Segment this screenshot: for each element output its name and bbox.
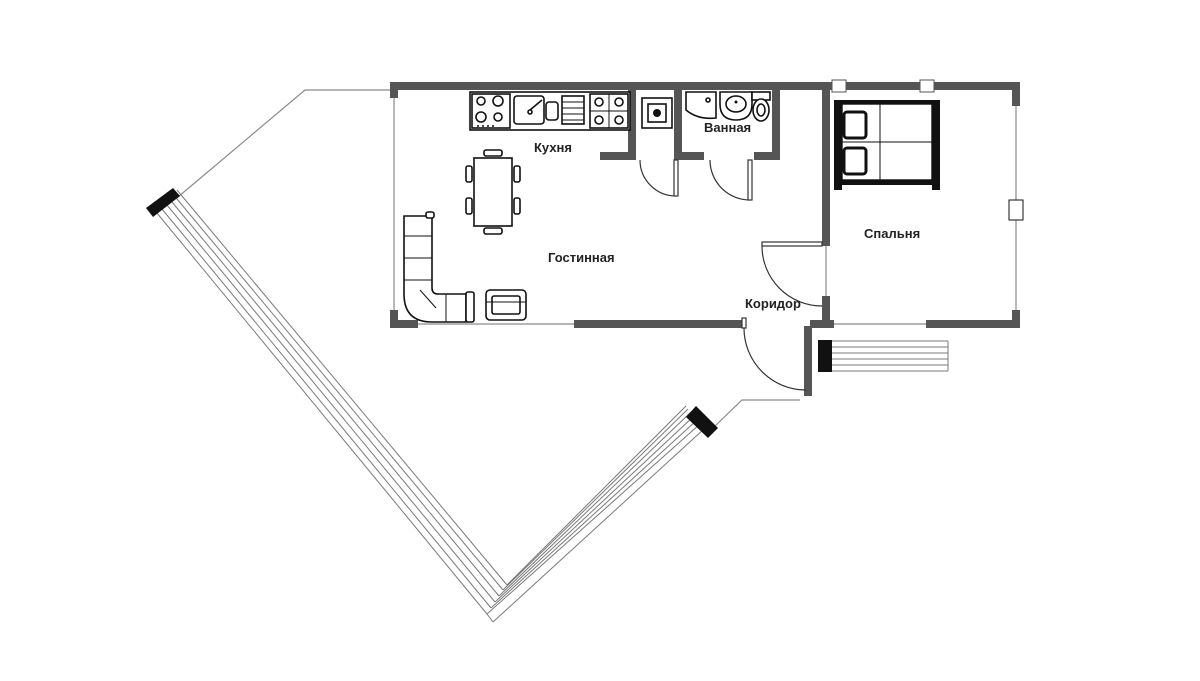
room-label-bedroom: Спальня [864, 226, 920, 241]
kitchen-counter [469, 91, 631, 131]
terrace-endcap-left [146, 188, 180, 217]
washbasin-icon [719, 91, 753, 121]
entrance-steps [818, 340, 949, 372]
door-entrance [741, 317, 807, 391]
gas-stove-icon [589, 93, 629, 129]
hob-left-icon [471, 93, 511, 129]
door-utility [639, 159, 679, 197]
room-label-corridor: Коридор [745, 296, 801, 311]
room-label-kitchen: Кухня [534, 140, 572, 155]
double-bed [834, 100, 940, 190]
terrace-outline-inner [713, 399, 800, 428]
doors [639, 159, 823, 391]
terrace-outline [177, 89, 390, 198]
drainer-icon [561, 95, 585, 125]
terrace-deck-left [151, 189, 508, 623]
door-bedroom [761, 241, 823, 307]
sink-icon [513, 95, 559, 125]
room-label-bathroom: Ванная [704, 120, 751, 135]
washing-machine-icon [641, 97, 673, 129]
room-label-living-room: Гостинная [548, 250, 615, 265]
armchair [485, 289, 527, 321]
toilet-icon [751, 91, 771, 122]
corner-sofa [403, 211, 475, 323]
terrace-endcap-right [686, 406, 718, 438]
bathroom-fixtures [685, 91, 771, 122]
walls [390, 79, 1024, 396]
dining-table [465, 149, 521, 235]
terrace [146, 89, 800, 623]
door-bathroom [709, 159, 753, 201]
shower-icon [685, 91, 717, 120]
terrace-deck-right [486, 405, 705, 623]
